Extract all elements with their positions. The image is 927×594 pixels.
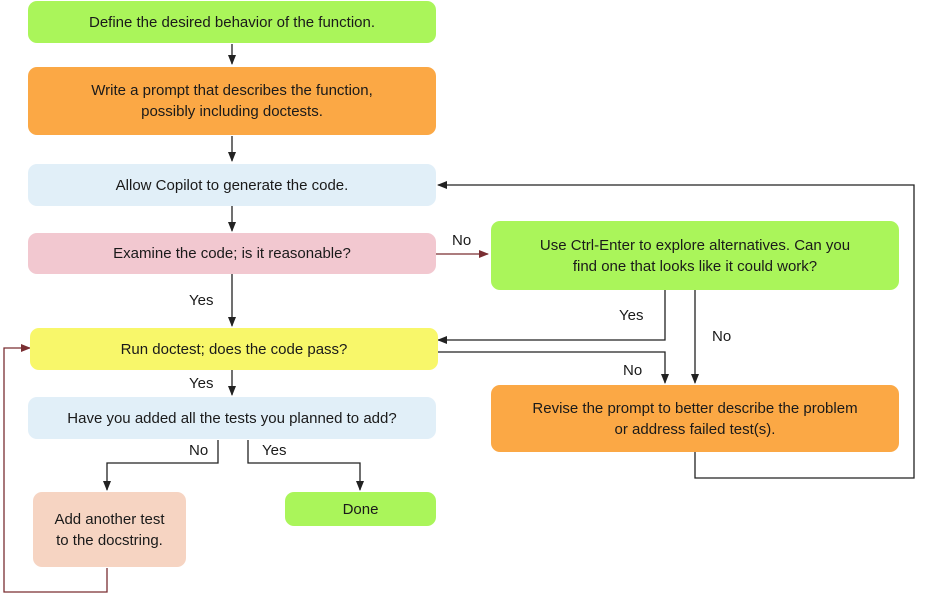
node-revise-prompt-line1: Revise the prompt to better describe the… xyxy=(532,399,858,417)
arrow-added-no-to-addtest xyxy=(103,440,219,491)
arrow-revise-loop-to-allow xyxy=(437,181,915,479)
label-ctrl-yes: Yes xyxy=(619,307,644,324)
arrow-run-no-to-revise xyxy=(438,351,669,384)
node-added-all-tests-label: Have you added all the tests you planned… xyxy=(67,409,397,427)
label-examine-yes: Yes xyxy=(189,292,214,309)
node-define-behavior-label: Define the desired behavior of the funct… xyxy=(88,13,376,31)
arrow-ctrl-yes-to-run xyxy=(437,290,666,344)
node-add-another-test-line1: Add another test xyxy=(54,510,165,528)
label-ctrl-no: No xyxy=(712,328,732,345)
label-run-yes: Yes xyxy=(189,375,214,392)
node-run-doctest: Run doctest; does the code pass? xyxy=(30,328,438,370)
node-define-behavior: Define the desired behavior of the funct… xyxy=(28,1,436,43)
node-done: Done xyxy=(285,492,436,526)
label-examine-no: No xyxy=(452,232,472,249)
node-write-prompt-line2: possibly including doctests. xyxy=(141,103,323,120)
node-revise-prompt-line2: or address failed test(s). xyxy=(614,420,776,438)
node-examine-code-label: Examine the code; is it reasonable? xyxy=(113,245,351,262)
node-add-another-test: Add another test to the docstring. xyxy=(33,492,186,567)
node-write-prompt: Write a prompt that describes the functi… xyxy=(28,67,436,135)
arrow-added-yes-to-done xyxy=(247,440,364,491)
node-add-another-test-line2: to the docstring. xyxy=(56,531,163,549)
node-added-all-tests: Have you added all the tests you planned… xyxy=(28,397,436,439)
node-allow-copilot: Allow Copilot to generate the code. xyxy=(28,164,436,206)
node-ctrl-enter: Use Ctrl-Enter to explore alternatives. … xyxy=(491,221,899,290)
node-allow-copilot-label: Allow Copilot to generate the code. xyxy=(115,176,349,194)
label-run-no: No xyxy=(623,362,643,379)
node-run-doctest-label: Run doctest; does the code pass? xyxy=(120,340,348,358)
node-revise-prompt: Revise the prompt to better describe the… xyxy=(491,385,899,452)
node-ctrl-enter-line2: find one that looks like it could work? xyxy=(572,257,818,275)
label-added-yes: Yes xyxy=(262,442,287,459)
node-write-prompt-line1: Write a prompt that describes the functi… xyxy=(91,82,373,99)
node-done-label: Done xyxy=(342,500,379,518)
arrow-addtest-loop-to-run xyxy=(3,344,108,593)
label-added-no: No xyxy=(189,442,209,459)
node-ctrl-enter-line1: Use Ctrl-Enter to explore alternatives. … xyxy=(539,236,851,254)
node-examine-code: Examine the code; is it reasonable? xyxy=(28,233,436,274)
